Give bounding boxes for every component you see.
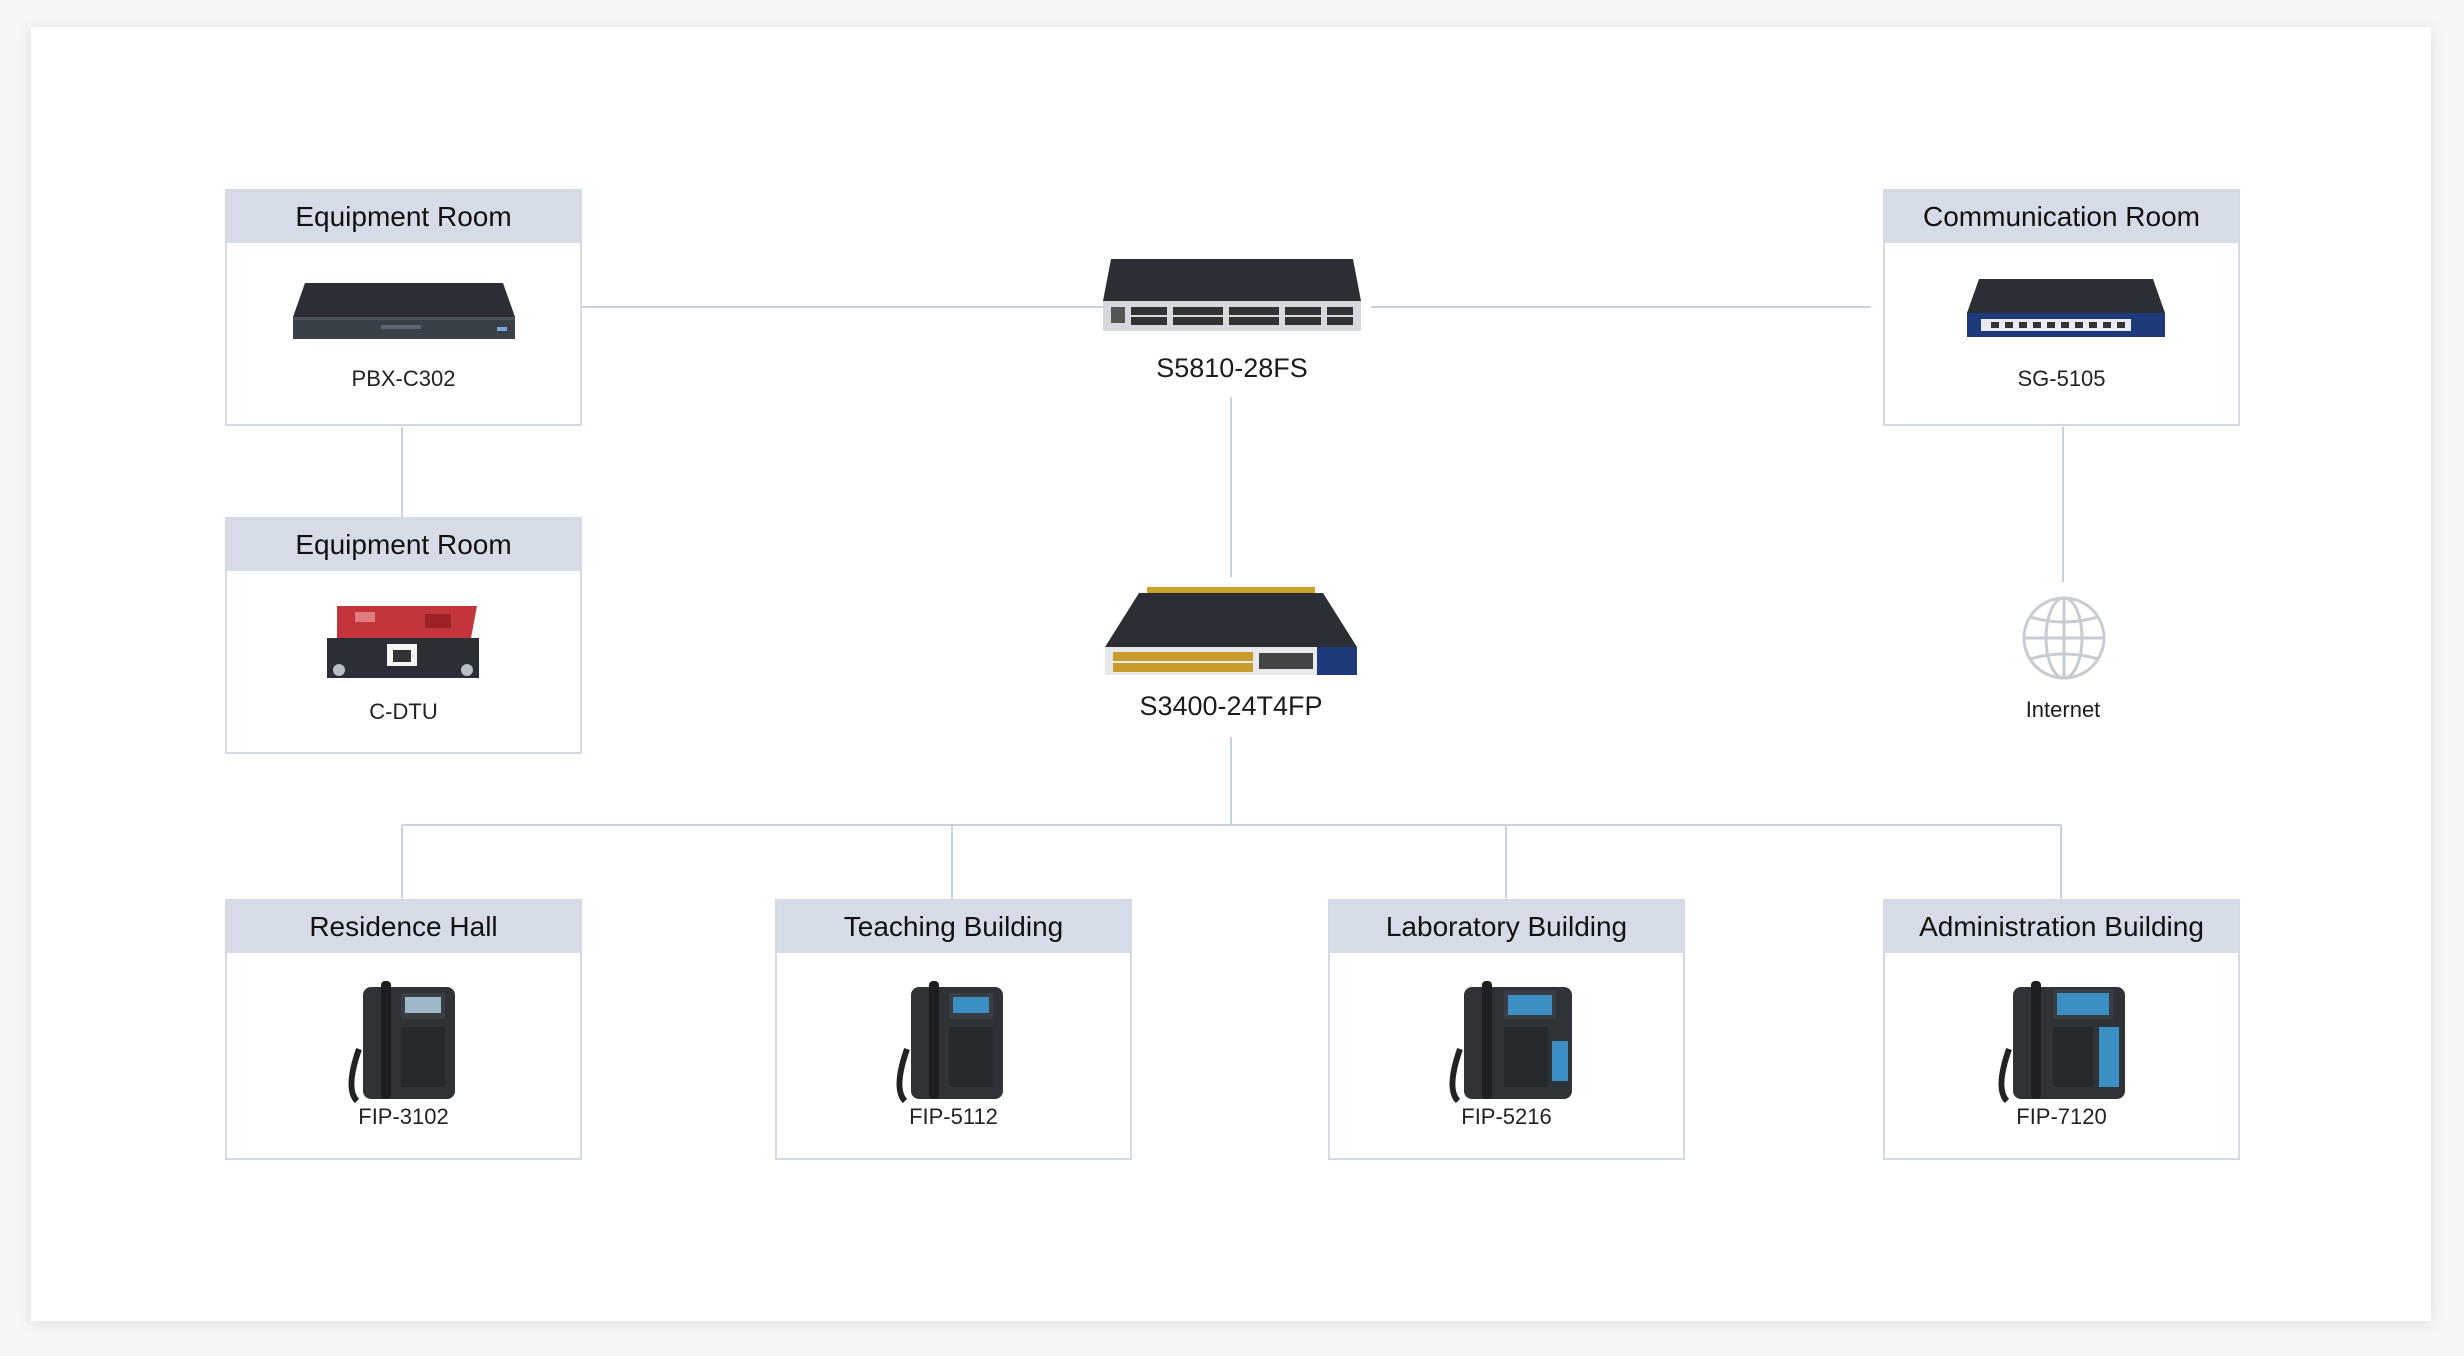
ip-phone-icon — [896, 981, 1003, 1104]
pbx-device-icon — [293, 283, 515, 339]
card-phone-administration[interactable]: Administration Building FIP-7120 — [1883, 899, 2240, 1160]
phone-model-label: FIP-5216 — [1461, 1104, 1552, 1129]
card-header: Residence Hall — [227, 901, 580, 953]
card-gateway[interactable]: Communication Room SG-5105 — [1883, 189, 2240, 426]
card-header: Teaching Building — [777, 901, 1130, 953]
card-phone-laboratory[interactable]: Laboratory Building FIP-5216 — [1328, 899, 1685, 1160]
access-switch-label: S3400-24T4FP — [1139, 691, 1323, 721]
gateway-model-label: SG-5105 — [2017, 366, 2106, 391]
ip-phone-icon — [1998, 981, 2125, 1104]
pbx-model-label: PBX-C302 — [351, 366, 456, 391]
core-switch-icon — [1103, 259, 1361, 331]
card-pbx[interactable]: Equipment Room PBX-C302 — [225, 189, 582, 426]
core-switch-label: S5810-28FS — [1156, 353, 1308, 383]
card-header: Communication Room — [1885, 191, 2238, 243]
connection-lines — [401, 306, 2064, 899]
card-dtu[interactable]: Equipment Room C-DTU — [225, 517, 582, 754]
phone-model-label: FIP-7120 — [2016, 1104, 2107, 1129]
phone-model-label: FIP-3102 — [358, 1104, 449, 1129]
phone-model-label: FIP-5112 — [909, 1104, 998, 1129]
card-header: Equipment Room — [227, 191, 580, 243]
ip-phone-icon — [1449, 981, 1572, 1104]
card-header: Laboratory Building — [1330, 901, 1683, 953]
access-switch-icon — [1105, 587, 1357, 675]
gateway-device-icon — [1967, 279, 2165, 337]
dtu-card-icon — [327, 606, 479, 678]
dtu-model-label: C-DTU — [369, 699, 438, 724]
card-header: Equipment Room — [227, 519, 580, 571]
globe-icon — [2022, 596, 2106, 680]
card-header: Administration Building — [1885, 901, 2238, 953]
diagram-canvas: Equipment Room PBX-C302 Equipment Room C… — [31, 27, 2431, 1321]
ip-phone-icon — [348, 981, 455, 1104]
card-phone-teaching[interactable]: Teaching Building FIP-5112 — [775, 899, 1132, 1160]
card-phone-residence[interactable]: Residence Hall FIP-3102 — [225, 899, 582, 1160]
internet-label: Internet — [2025, 697, 2101, 722]
